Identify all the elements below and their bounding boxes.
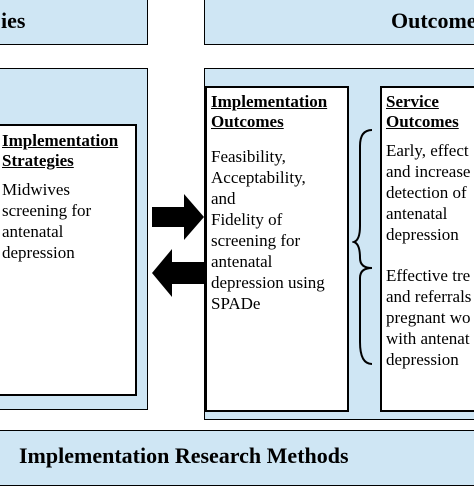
lower-brace-icon	[359, 267, 373, 365]
strategies-header-panel: ies	[0, 0, 148, 45]
right-arrow-icon	[152, 194, 204, 240]
implementation-strategies-box: Implementation Strategies Midwives scree…	[0, 124, 137, 396]
service-outcomes-title: Service Outcomes	[386, 92, 459, 131]
outcomes-header-text: Outcome	[391, 8, 474, 33]
arrows	[152, 194, 204, 297]
left-arrow-icon	[152, 249, 204, 297]
curly-braces	[352, 129, 373, 365]
methods-panel: Implementation Research Methods	[0, 430, 474, 486]
outcomes-header-panel: Outcome	[204, 0, 474, 45]
strategies-title: Implementation Strategies	[2, 131, 119, 170]
strategies-body: Midwives screening for antenatal depress…	[2, 180, 92, 262]
impl-outcomes-body: Feasibility, Acceptability, and Fidelity…	[211, 147, 325, 313]
methods-header-text: Implementation Research Methods	[19, 443, 349, 468]
service-outcomes-body-1: Early, effect and increase detection of …	[386, 141, 471, 244]
implementation-outcomes-box: Implementation Outcomes Feasibility, Acc…	[205, 86, 349, 412]
upper-brace-icon	[352, 129, 373, 269]
service-outcomes-body-2: Effective tre and referrals pregnant wo …	[386, 266, 472, 369]
service-outcomes-box: Service Outcomes Early, effect and incre…	[380, 86, 474, 412]
strategies-header-text: ies	[1, 8, 26, 33]
impl-outcomes-title: Implementation Outcomes	[211, 92, 328, 131]
